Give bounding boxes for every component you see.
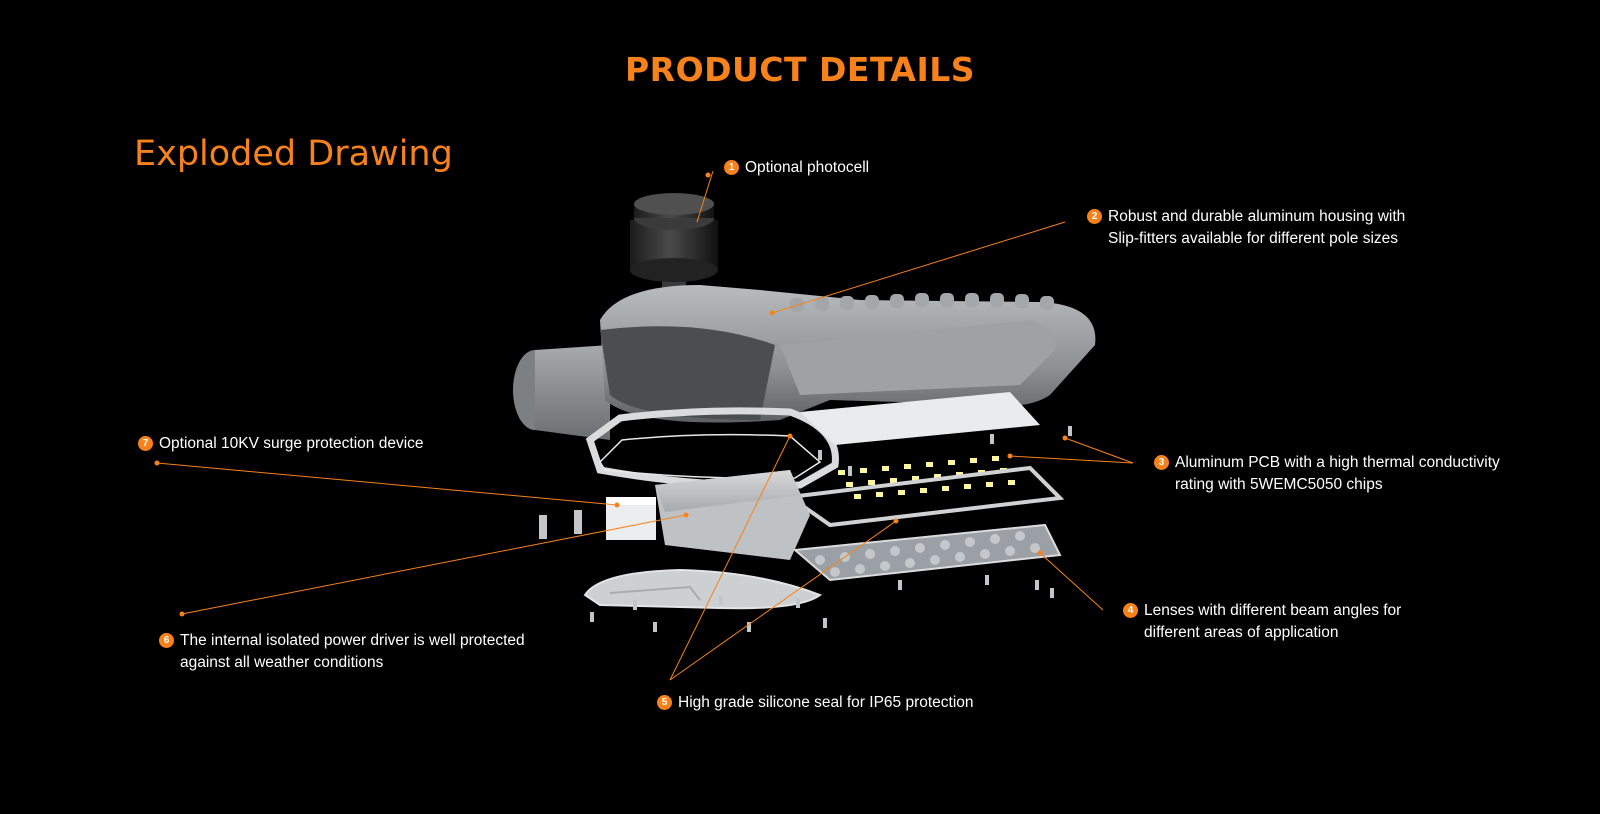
lens-part	[792, 523, 1062, 582]
leader-lines	[156, 170, 1134, 681]
callout-line: different areas of application	[1144, 624, 1339, 641]
screws	[539, 426, 1072, 632]
callout-number-badge: 2	[1087, 209, 1102, 224]
callout-line: rating with 5WEMC5050 chips	[1175, 476, 1383, 493]
callout-line: The internal isolated power driver is we…	[180, 632, 525, 649]
callout-2: 2 Robust and durable aluminum housing wi…	[1087, 206, 1406, 250]
callout-line: Optional 10KV surge protection device	[159, 435, 424, 452]
section-title: Exploded Drawing	[134, 134, 453, 174]
callout-line: Slip-fitters available for different pol…	[1108, 230, 1399, 247]
callout-line: High grade silicone seal for IP65 protec…	[678, 694, 974, 711]
callout-line: Aluminum PCB with a high thermal conduct…	[1175, 454, 1500, 471]
callout-line: Optional photocell	[745, 159, 870, 176]
callout-7: 7 Optional 10KV surge protection device	[138, 433, 424, 455]
callout-line: Lenses with different beam angles for	[1144, 602, 1402, 619]
callout-number-badge: 4	[1123, 603, 1138, 618]
seal-ring-part	[599, 433, 822, 480]
callout-4: 4 Lenses with different beam angles for …	[1123, 600, 1402, 644]
bottom-cover-part	[583, 568, 823, 610]
pcb-part	[784, 392, 1065, 528]
callout-number-badge: 1	[724, 160, 739, 175]
callout-3: 3 Aluminum PCB with a high thermal condu…	[1154, 452, 1500, 496]
callout-line: Robust and durable aluminum housing with	[1108, 208, 1406, 225]
callout-1: 1 Optional photocell	[724, 157, 870, 179]
callout-number-badge: 3	[1154, 455, 1169, 470]
housing-part	[513, 285, 1096, 440]
callout-number-badge: 7	[138, 436, 153, 451]
callout-line: against all weather conditions	[180, 654, 384, 671]
callout-number-badge: 5	[657, 695, 672, 710]
callout-number-badge: 6	[159, 633, 174, 648]
callout-6: 6 The internal isolated power driver is …	[159, 630, 525, 674]
callout-5: 5 High grade silicone seal for IP65 prot…	[657, 692, 974, 714]
photocell-part	[630, 193, 718, 300]
page-title: PRODUCT DETAILS	[624, 50, 976, 89]
bottom-cover-detail	[609, 585, 701, 601]
driver-part	[606, 470, 810, 560]
